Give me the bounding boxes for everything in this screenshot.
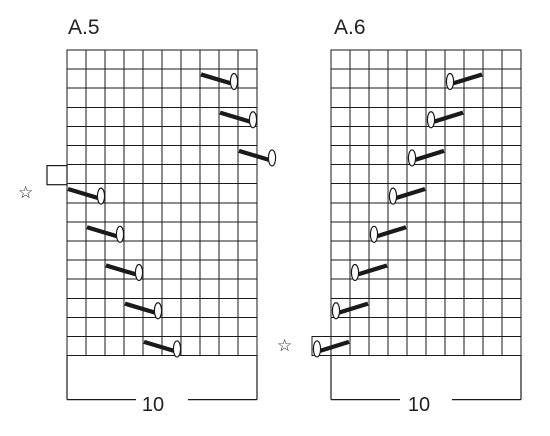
stitch-end: [229, 72, 239, 91]
star-icon: ☆: [18, 183, 33, 203]
stitch-bar: [433, 110, 464, 124]
stitch-bar: [395, 187, 426, 201]
cable-stitch-icon: [219, 110, 258, 129]
chart-stitches: [311, 72, 483, 358]
stitch-end: [369, 225, 379, 243]
stitch-bar: [86, 225, 118, 239]
stitch-end: [445, 72, 455, 91]
stitch-end: [426, 111, 436, 129]
stitch-bar: [67, 187, 99, 201]
stitch-end: [153, 302, 163, 320]
width-label: 10: [142, 394, 164, 416]
cable-stitch-icon: [331, 301, 369, 320]
chart-a5: A.5 ☆ 10: [18, 16, 277, 416]
cable-stitch-icon: [407, 148, 445, 167]
stitch-end: [312, 340, 322, 358]
cable-stitch-icon: [350, 263, 388, 282]
stitch-end: [172, 340, 182, 358]
cable-stitch-icon: [238, 148, 277, 167]
cable-stitch-icon: [445, 72, 483, 91]
cable-stitch-icon: [200, 72, 239, 91]
stitch-end: [407, 149, 417, 167]
stitch-end: [96, 187, 106, 205]
chart-grid: [330, 49, 522, 357]
stitch-end: [115, 225, 125, 243]
width-bracket: [46, 165, 258, 401]
stitch-bar: [452, 72, 483, 86]
stitch-end: [388, 187, 398, 205]
stitch-bar: [376, 225, 407, 239]
cable-stitch-icon: [388, 187, 426, 205]
cable-stitch-icon: [67, 187, 106, 205]
cable-stitch-icon: [312, 339, 350, 358]
stitch-bar: [219, 110, 251, 124]
cable-stitch-icon: [426, 110, 464, 129]
stitch-bar: [143, 339, 175, 353]
star-icon: ☆: [277, 336, 292, 356]
stitch-bar: [319, 339, 350, 353]
stitch-end: [331, 302, 341, 320]
stitch-end: [248, 111, 258, 129]
cable-stitch-icon: [124, 301, 163, 320]
chart-a6: A.6 ☆ 10: [277, 16, 522, 416]
stitch-bar: [414, 148, 445, 162]
stitch-bar: [238, 148, 270, 162]
chart-title: A.5: [68, 16, 100, 39]
stitch-end: [134, 263, 144, 282]
star-row-marker: [46, 165, 68, 186]
stitch-bar: [124, 301, 156, 315]
cable-stitch-icon: [86, 225, 125, 243]
chart-stitches: [67, 72, 277, 358]
width-bracket: [330, 355, 522, 401]
stitch-end: [350, 263, 360, 282]
cable-stitch-icon: [369, 225, 407, 243]
width-label: 10: [408, 394, 430, 416]
stitch-end: [267, 149, 277, 167]
stitch-bar: [200, 72, 232, 86]
chart-title: A.6: [334, 16, 366, 39]
stitch-bar: [338, 301, 369, 315]
stitch-bar: [357, 263, 388, 277]
cable-stitch-icon: [105, 263, 144, 282]
cable-stitch-icon: [143, 339, 182, 358]
stitch-bar: [105, 263, 137, 277]
